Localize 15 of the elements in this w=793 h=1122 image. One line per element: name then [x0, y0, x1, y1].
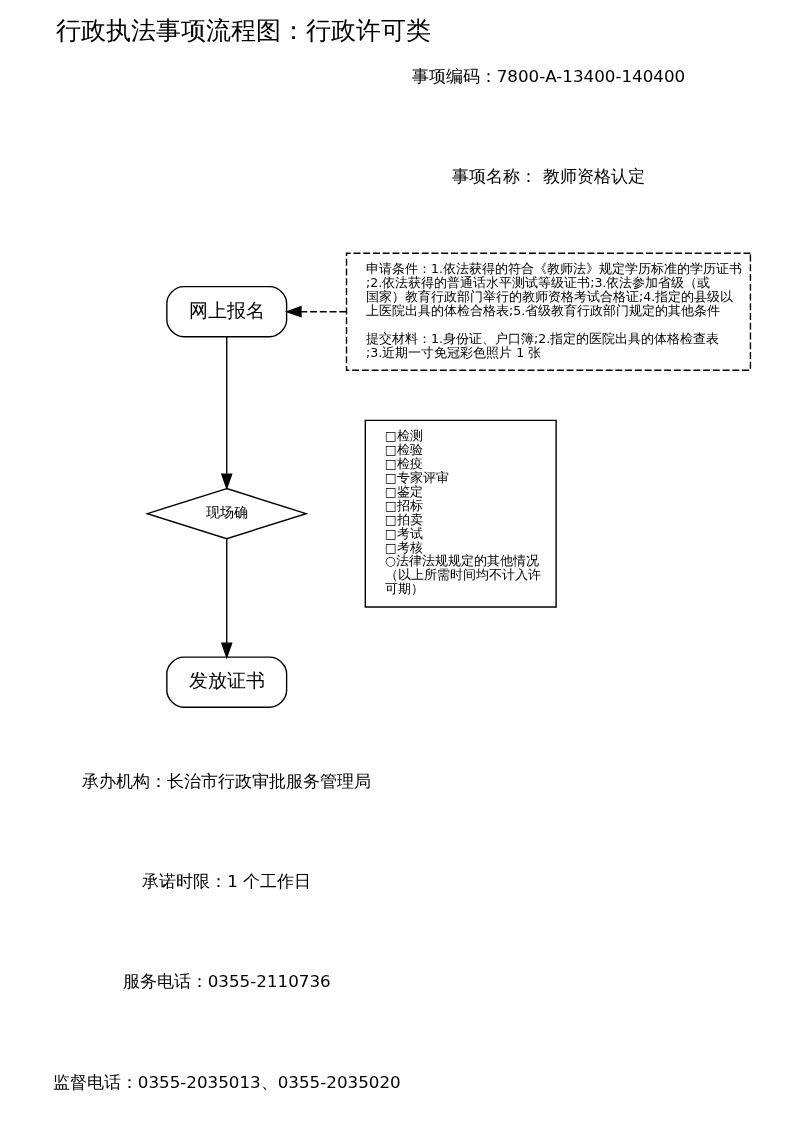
arrow	[220, 538, 233, 660]
node-diamond: 现场确	[144, 487, 308, 540]
node-box: 申请条件：1.依法获得的符合《教师法》规定学历标准的学历证书;2.依法获得的普通话水平测试等级证书;3.依法参加省级（或国家）教育行政部门举行的教师资格考试合格证;4.指定的县级以上医院出具的体检合格表;5.省级教育行政部门规定的其他条件 提交材料：1.身份证、户口簿;2.指定的医院出具的体格检查表;3.近期一寸免冠彩色照片 1 张	[345, 252, 751, 371]
node-box: 网上报名	[165, 285, 287, 338]
label: 事项名称： 教师资格认定	[451, 166, 645, 187]
label: 事项编码：7800-A-13400-140400	[411, 66, 685, 87]
label: 承诺时限：1 个工作日	[141, 871, 311, 892]
node-box: 发放证书	[165, 656, 287, 708]
diagram-title: 行政执法事项流程图：行政许可类	[55, 16, 431, 46]
arrow	[284, 305, 347, 318]
label: 服务电话：0355-2110736	[122, 971, 331, 992]
label: 监督电话：0355-2035013、0355-2035020	[52, 1071, 401, 1092]
node-box: □检测 □检验 □检疫 □专家评审 □鉴定 □招标 □拍卖 □考试 □考核 ○法律法规规定的其他情况 （以上所需时间均不计入许可期）	[364, 419, 557, 608]
label: 承办机构：长治市行政审批服务管理局	[81, 770, 371, 791]
arrow	[220, 336, 233, 491]
